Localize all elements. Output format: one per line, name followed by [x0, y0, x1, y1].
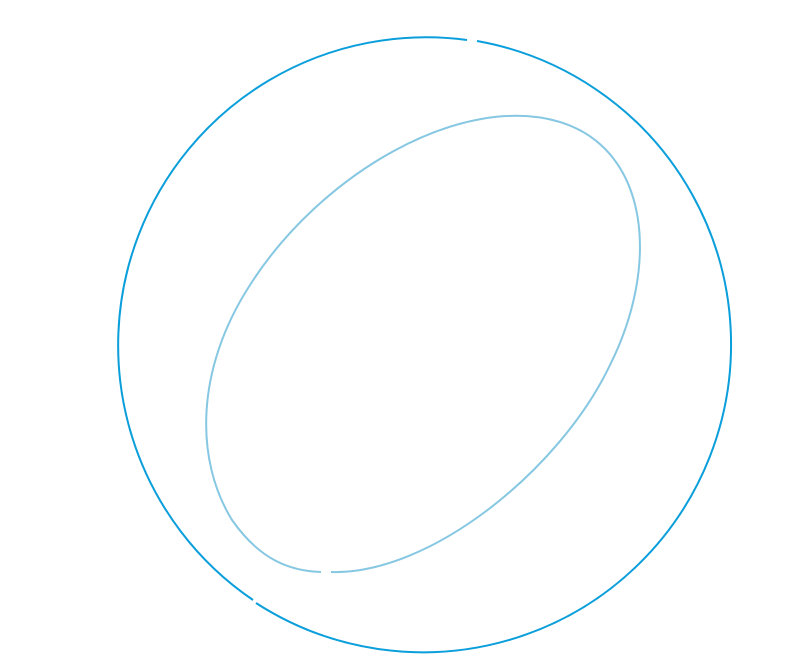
outer-ring-group [117, 36, 732, 654]
outer-ring-segment [117, 36, 468, 601]
outer-ring [255, 40, 732, 654]
inner-ring-group [205, 114, 641, 574]
inner-ring [205, 114, 641, 574]
